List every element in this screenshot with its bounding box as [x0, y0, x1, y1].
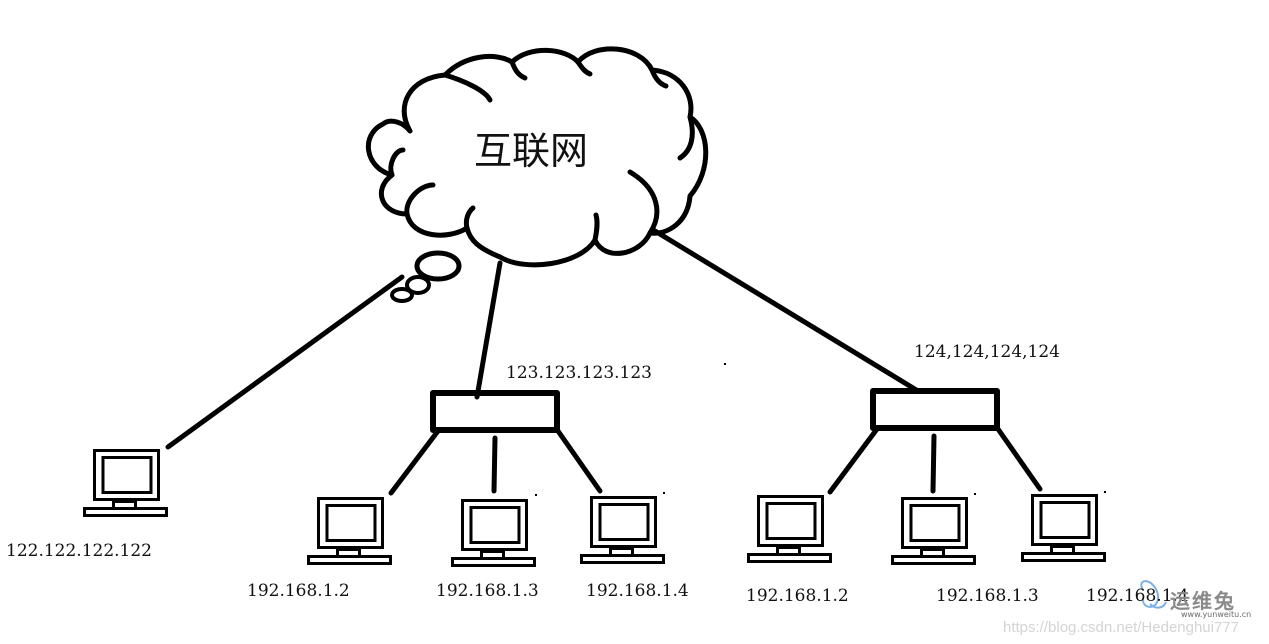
computer-router-1-host-2 [451, 499, 536, 567]
watermark-brand: 运维兔 [1170, 589, 1236, 613]
router-2-host-3-ip: 192.168.1.4 [1086, 586, 1189, 606]
router-1-host-2-ip: 192.168.1.3 [436, 581, 539, 601]
computer-router-2-host-1 [747, 495, 832, 563]
link-router-1-host-1 [388, 428, 441, 496]
link-router-2-host-1 [827, 426, 880, 495]
link-internet-router-1 [474, 260, 503, 400]
link-internet-standalone [165, 274, 405, 450]
watermark-site: www.yunweitu.cn [1181, 610, 1252, 619]
computer-router-1-host-1 [307, 497, 392, 565]
watermark-rabbit-icon [1140, 580, 1167, 609]
cloud-bubble-medium [405, 275, 431, 295]
standalone-host-ip: 122.122.122.122 [6, 541, 153, 561]
stray-dot [724, 363, 726, 365]
router-1-host-3-ip: 192.168.1.4 [586, 581, 689, 601]
stray-dot [1104, 491, 1106, 493]
cloud-bubble-large [414, 250, 462, 282]
router-1-public-ip: 123.123.123.123 [506, 363, 653, 383]
internet-cloud [365, 46, 709, 268]
internet-label: 互联网 [474, 129, 589, 173]
computer-standalone [83, 449, 168, 517]
computer-router-2-host-3 [1021, 494, 1106, 562]
cloud-bubble-small [390, 287, 414, 303]
computer-router-2-host-2 [891, 497, 976, 565]
router-2-host-1-ip: 192.168.1.2 [746, 586, 849, 606]
stray-dot [663, 492, 665, 494]
router-1-host-1-ip: 192.168.1.2 [247, 581, 350, 601]
stray-dot [974, 493, 976, 495]
link-router-2-host-3 [995, 426, 1043, 492]
router-2 [870, 388, 1000, 431]
router-1 [430, 390, 560, 433]
link-router-1-host-2 [491, 435, 498, 494]
watermark-url: https://blog.csdn.net/Hedenghui777 [1003, 619, 1240, 636]
stray-dot [535, 494, 537, 496]
computer-router-1-host-3 [580, 496, 665, 564]
link-internet-router-2 [652, 228, 921, 394]
link-router-1-host-3 [555, 428, 603, 494]
link-router-2-host-2 [930, 433, 937, 494]
router-2-public-ip: 124,124,124,124 [914, 342, 1061, 362]
router-2-host-2-ip: 192.168.1.3 [936, 586, 1039, 606]
